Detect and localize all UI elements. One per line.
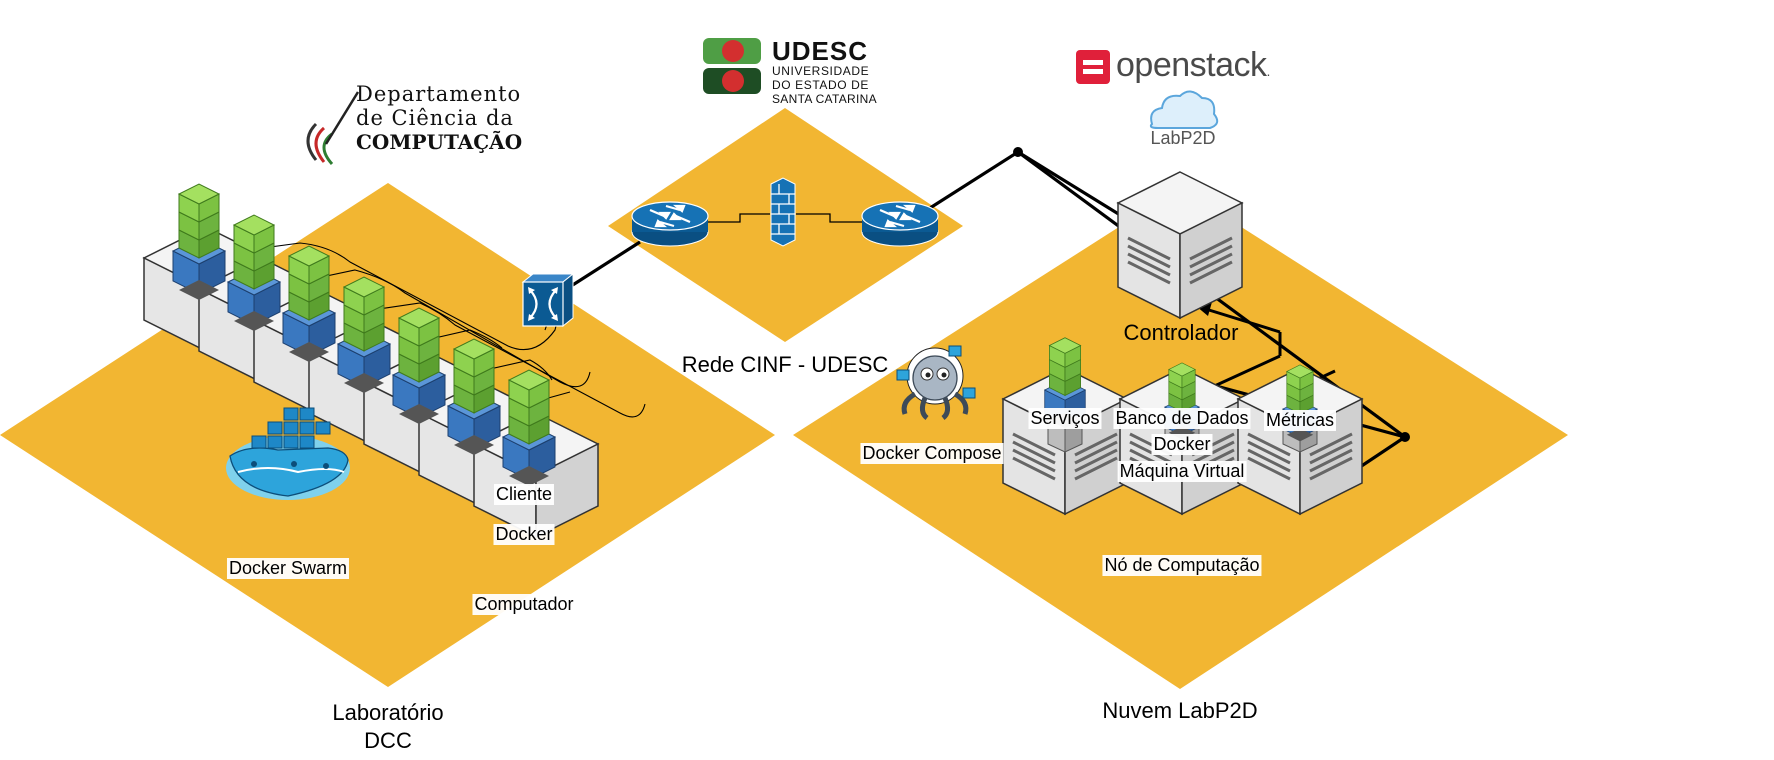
udesc-logo-line2: DO ESTADO DE xyxy=(772,78,869,92)
label-docker-cloud: Docker xyxy=(1151,434,1213,455)
udesc-logo-line1: UNIVERSIDADE xyxy=(772,64,870,78)
label-maquina-virtual: Máquina Virtual xyxy=(1117,461,1247,482)
switch-icon xyxy=(521,272,575,328)
labp2d-logo-text: LabP2D xyxy=(1150,128,1216,148)
labp2d-cloud-icon xyxy=(1149,90,1219,129)
udesc-logo-line3: SANTA CATARINA xyxy=(772,92,877,106)
zone-lab-title-line1: Laboratório xyxy=(332,700,444,725)
openstack-logo-text: openstack. xyxy=(1116,46,1270,84)
label-docker-swarm: Docker Swarm xyxy=(226,558,350,579)
label-metricas: Métricas xyxy=(1263,410,1337,431)
label-no-de-computacao: Nó de Computação xyxy=(1102,555,1262,576)
label-docker-compose: Docker Compose xyxy=(860,443,1004,464)
firewall xyxy=(770,177,796,247)
zone-cinf-title: Rede CINF - UDESC xyxy=(681,352,889,377)
label-banco-de-dados: Banco de Dados xyxy=(1113,408,1251,429)
dcc-logo-icon xyxy=(306,91,360,165)
zone-lab-title-line2: DCC xyxy=(364,728,412,753)
dcc-logo-line2: de Ciência da xyxy=(356,106,514,130)
router-right xyxy=(860,200,940,248)
router-left xyxy=(630,200,710,248)
zone-cloud-title: Nuvem LabP2D xyxy=(1102,698,1258,723)
label-docker-lab: Docker xyxy=(493,524,555,545)
dcc-logo-line1: Departamento xyxy=(356,82,522,106)
label-controlador: Controlador xyxy=(1123,320,1239,345)
udesc-logo-icon xyxy=(703,38,761,94)
label-computador: Computador xyxy=(472,594,576,615)
dcc-logo-line3: COMPUTAÇÃO xyxy=(356,130,523,154)
openstack-logo-icon xyxy=(1076,50,1110,84)
docker-compose-icon xyxy=(896,345,976,420)
label-servicos: Serviços xyxy=(1028,408,1102,429)
controller-server xyxy=(1116,170,1244,320)
udesc-logo-name: UDESC xyxy=(772,36,869,66)
lab-computers xyxy=(143,183,646,538)
label-cliente: Cliente xyxy=(493,484,555,505)
docker-swarm-icon xyxy=(226,407,350,500)
